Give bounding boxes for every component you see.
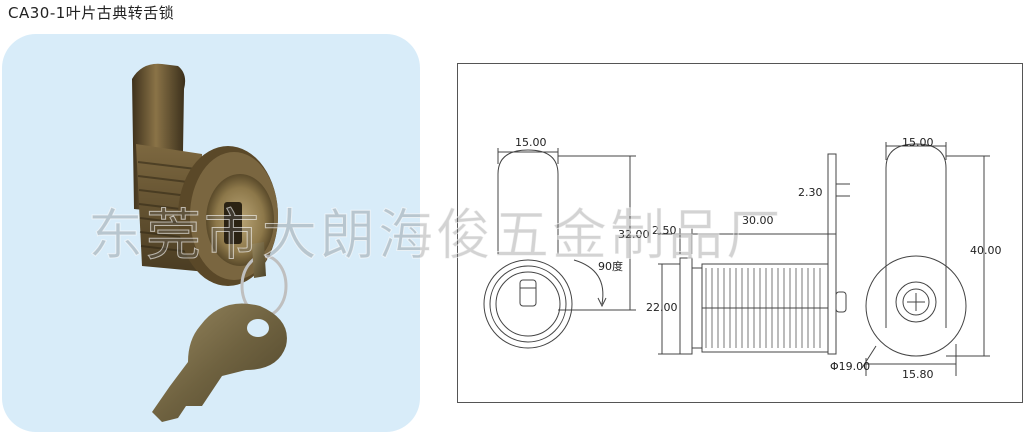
dim-thread-diameter: 22.00 <box>646 301 678 314</box>
product-photo-panel <box>2 34 420 432</box>
dim-front-height: 32.00 <box>618 228 650 241</box>
dim-back-width: 15.00 <box>902 136 934 149</box>
front-view <box>483 148 636 349</box>
side-view <box>658 153 850 355</box>
cam-lock-photo <box>132 63 288 422</box>
dim-body-length: 30.00 <box>742 214 774 227</box>
dim-back-height: 40.00 <box>970 244 1002 257</box>
dim-flange-thickness: 2.50 <box>652 224 677 237</box>
technical-drawing-frame: 15.00 32.00 90度 2.50 30.00 2.30 22.00 15… <box>457 63 1023 403</box>
dim-cam-thickness: 2.30 <box>798 186 823 199</box>
product-title: CA30-1叶片古典转舌锁 <box>8 4 175 22</box>
dim-back-bottom-width: 15.80 <box>902 368 934 381</box>
dim-rotation: 90度 <box>598 259 623 273</box>
hanging-key <box>152 303 287 422</box>
dim-flange-diameter: Φ19.00 <box>830 360 870 373</box>
back-view <box>861 142 990 376</box>
dim-front-width: 15.00 <box>515 136 547 149</box>
technical-drawing: 15.00 32.00 90度 2.50 30.00 2.30 22.00 15… <box>483 136 1002 381</box>
keyhole <box>224 202 242 244</box>
